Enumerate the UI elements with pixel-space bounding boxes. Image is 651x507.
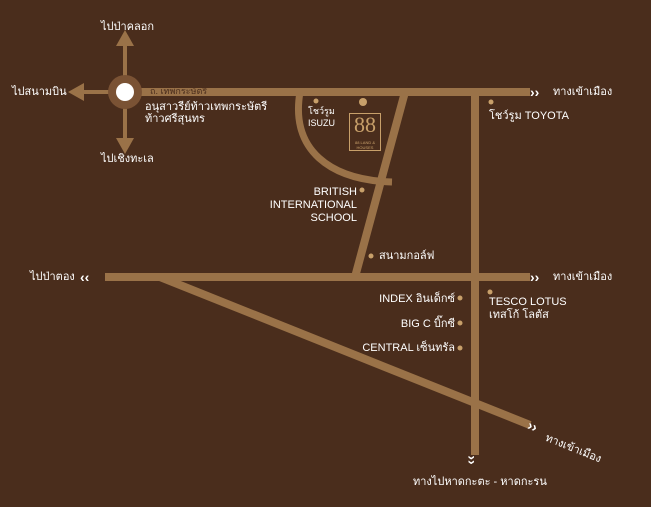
label-toyota: โชว์รูม TOYOTA: [489, 110, 569, 122]
label-golf: สนามกอล์ฟ: [379, 250, 435, 262]
road-curve: [295, 91, 393, 186]
roundabout-monument-icon: [116, 83, 134, 101]
logo-tagline: 88 LAND & HOUSES: [354, 140, 375, 150]
label-choeng-talay: ไปเชิงทะเล: [101, 153, 154, 165]
label-pa-klok: ไปป่าคลอก: [101, 21, 155, 33]
chevron-patong-icon: ‹‹: [80, 269, 90, 285]
label-isuzu-line1: โชว์รูม: [308, 106, 335, 116]
label-british-line3: SCHOOL: [310, 212, 357, 224]
road-diagonal-town: [158, 273, 532, 429]
label-british-line2: INTERNATIONAL: [269, 199, 357, 211]
label-to-town-1: ทางเข้าเมือง: [553, 86, 613, 98]
central-dot-icon: [457, 345, 463, 351]
label-monument-line2: ท้าวศรีสุนทร: [145, 113, 205, 125]
label-isuzu-line2: ISUZU: [308, 118, 335, 128]
label-bigc: BIG C บิ๊กซี: [400, 318, 455, 330]
index-dot-icon: [457, 295, 463, 301]
british-school-dot-icon: [359, 187, 365, 193]
label-central: CENTRAL เซ็นทรัล: [362, 342, 455, 354]
label-sanam-bin: ไปสนามบิน: [12, 86, 67, 98]
label-index: INDEX อินเด็กซ์: [379, 293, 455, 305]
golf-dot-icon: [368, 253, 374, 259]
logo-number: 88: [354, 112, 376, 137]
toyota-dot-icon: [488, 99, 494, 105]
label-british-line1: BRITISH: [313, 186, 357, 198]
chevron-town-2-icon: ››: [530, 269, 540, 285]
label-kata: ทางไปหาดกะตะ - หาดกะรน: [413, 476, 547, 488]
isuzu-dot-icon: [313, 98, 319, 104]
chevron-town-1-icon: ››: [530, 84, 540, 100]
project-dot-icon: [359, 98, 367, 106]
label-to-town-2: ทางเข้าเมือง: [553, 271, 613, 283]
project-88-logo: 88 88 LAND & HOUSES: [349, 113, 381, 151]
chevron-kata-icon: ››: [464, 455, 481, 465]
label-thep-road: ถ. เทพกระษัตรี: [150, 86, 208, 96]
label-tesco-line1: TESCO LOTUS: [489, 296, 567, 308]
arrow-south-icon: [116, 138, 134, 154]
arrow-west-icon: [68, 83, 84, 101]
arrow-north-icon: [116, 30, 134, 46]
label-pa-tong: ไปป่าตอง: [30, 271, 75, 283]
label-monument-line1: อนุสาวรีย์ท้าวเทพกระษัตรี: [145, 101, 268, 113]
label-tesco-line2: เทสโก้ โลตัส: [489, 309, 549, 321]
tesco-dot-icon: [487, 289, 493, 295]
bigc-dot-icon: [457, 320, 463, 326]
